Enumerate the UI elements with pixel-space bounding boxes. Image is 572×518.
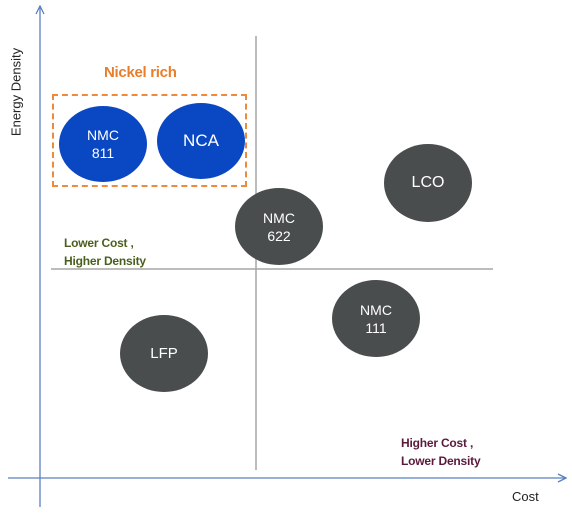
bubble-label: 811 <box>91 145 115 161</box>
bubble-label: LCO <box>411 174 445 191</box>
nickel-rich-group-box <box>52 94 247 187</box>
bubble-nmc-811: NMC 811 <box>59 106 147 182</box>
lower-cost-note-line: Higher Density <box>64 254 146 268</box>
x-axis-label: Cost <box>512 489 539 504</box>
bubble-nmc-111: NMC 111 <box>332 280 420 357</box>
bubble-label: 622 <box>267 227 291 244</box>
bubble-label: NMC <box>87 127 119 143</box>
higher-cost-note-line: Lower Density <box>401 454 481 468</box>
bubble-lco: LCO <box>384 144 472 222</box>
bubble-label: LFP <box>150 344 178 362</box>
higher-cost-note: Higher Cost , Lower Density <box>401 434 481 470</box>
bubble-label: NMC <box>263 209 295 226</box>
lower-cost-note: Lower Cost , Higher Density <box>64 234 146 270</box>
higher-cost-note-line: Higher Cost , <box>401 436 474 450</box>
bubble-lfp: LFP <box>120 315 208 392</box>
nickel-rich-title: Nickel rich <box>104 64 177 81</box>
bubble-label: NCA <box>183 131 219 150</box>
bubble-nca: NCA <box>157 103 245 179</box>
bubble-label: NMC <box>360 301 392 318</box>
bubble-label: 111 <box>365 319 387 336</box>
y-axis-label: Energy Density <box>8 47 24 137</box>
lower-cost-note-line: Lower Cost , <box>64 236 134 250</box>
bubble-nmc-622: NMC 622 <box>235 188 323 265</box>
